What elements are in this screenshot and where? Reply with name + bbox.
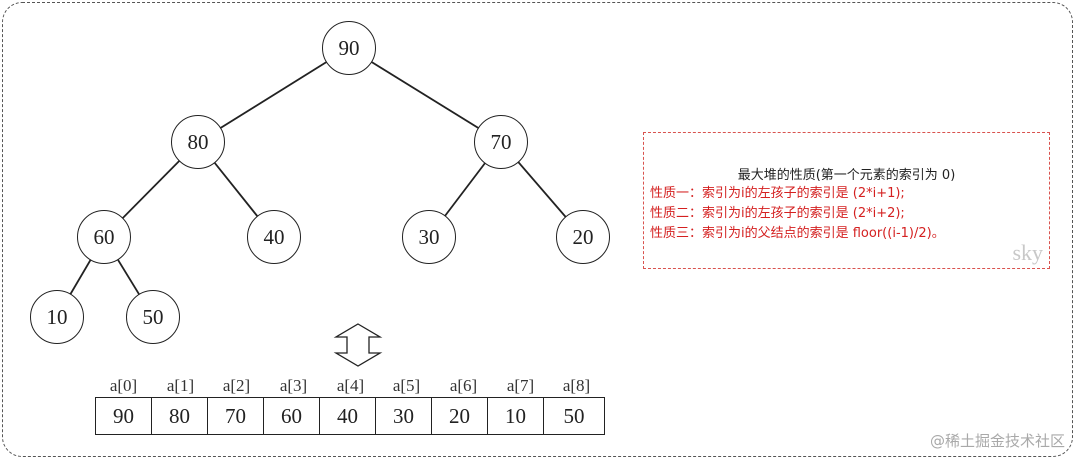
tree-node-2: 70 [474, 115, 528, 169]
array-cell-2: 70 [207, 397, 264, 435]
array-cell-8: 50 [543, 397, 605, 435]
array-index-1: a[1] [166, 376, 195, 395]
tree-node-6: 20 [556, 210, 610, 264]
array-cell-0: 90 [95, 397, 152, 435]
double-arrow-icon [333, 323, 383, 367]
array-cell-6: 20 [431, 397, 488, 435]
tree-node-4: 40 [247, 210, 301, 264]
dashed-frame [2, 2, 1073, 457]
tree-edge-1 [348, 47, 502, 143]
tree-node-1: 80 [171, 115, 225, 169]
array-index-5: a[5] [392, 376, 421, 395]
array-cell-3: 60 [263, 397, 320, 435]
array-index-2: a[2] [222, 376, 251, 395]
array-index-3: a[3] [279, 376, 308, 395]
tree-node-3: 60 [77, 210, 131, 264]
tree-node-0: 90 [322, 21, 376, 75]
array-cell-5: 30 [375, 397, 432, 435]
tree-node-8: 50 [126, 290, 180, 344]
array-cell-7: 10 [487, 397, 544, 435]
heap-properties-box: 最大堆的性质(第一个元素的索引为 0) 性质一：索引为i的左孩子的索引是 (2*… [643, 132, 1050, 269]
array-index-4: a[4] [336, 376, 365, 395]
tree-edge-0 [197, 47, 350, 143]
signature: sky [1012, 240, 1043, 265]
tree-node-5: 30 [402, 210, 456, 264]
property-line-2: 性质二：索引为i的左孩子的索引是 (2*i+2); [650, 206, 905, 221]
array-cell-4: 40 [319, 397, 376, 435]
array-index-8: a[8] [562, 376, 591, 395]
watermark: @稀土掘金技术社区 [929, 432, 1065, 450]
property-line-1: 性质一：索引为i的左孩子的索引是 (2*i+1); [650, 186, 905, 201]
array-index-7: a[7] [506, 376, 535, 395]
array-cell-1: 80 [151, 397, 208, 435]
property-line-3: 性质三：索引为i的父结点的索引是 floor((i-1)/2)。 [650, 226, 945, 241]
tree-node-7: 10 [30, 290, 84, 344]
array-index-0: a[0] [109, 376, 138, 395]
properties-title: 最大堆的性质(第一个元素的索引为 0) [737, 168, 956, 183]
array-index-6: a[6] [449, 376, 478, 395]
